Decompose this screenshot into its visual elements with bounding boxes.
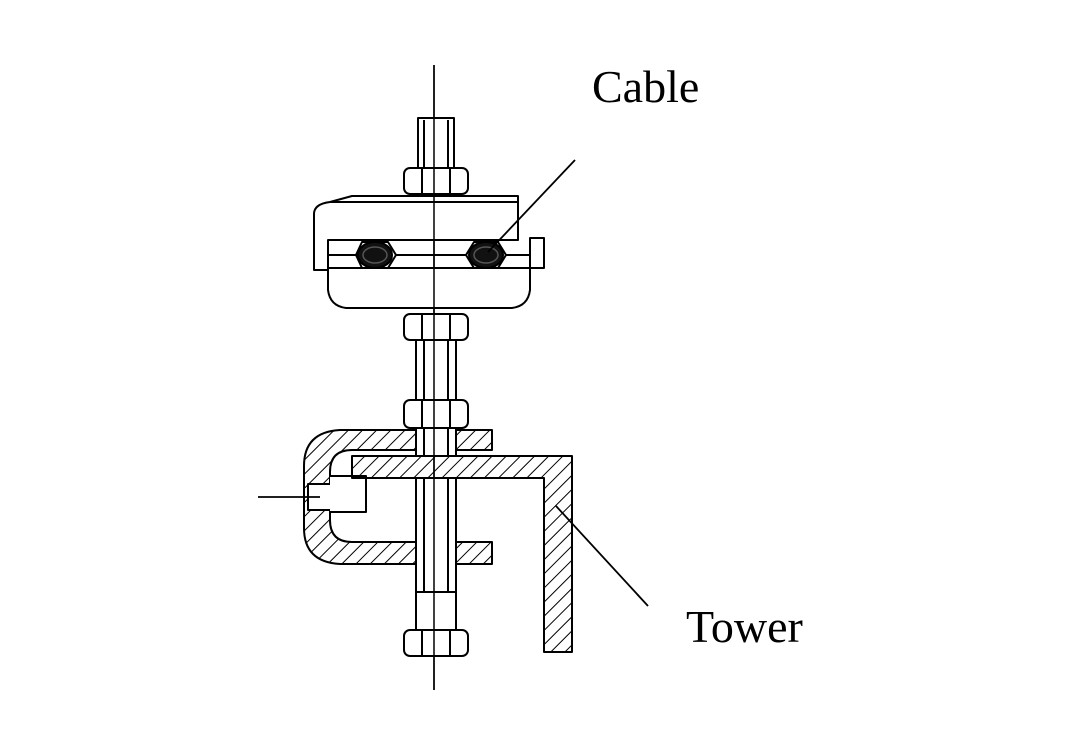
cable-leader-line [487,159,576,253]
middle-lower-hex-nut [403,399,469,429]
clamp-lower-block [327,237,545,309]
clamp-upper-block [313,195,519,271]
lower-threaded-rod [415,477,457,593]
c-bracket-section [303,429,493,565]
cable-cross-section-left [357,241,393,269]
middle-threaded-rod [415,339,457,403]
top-threaded-stud [417,117,455,171]
bottom-bolt-head [403,629,469,657]
top-hex-nut [403,167,469,195]
tower-label: Tower [686,601,803,652]
cable-cross-section-right [468,241,504,269]
tower-angle-section [351,455,573,653]
middle-upper-hex-nut [403,313,469,341]
tower-leader-line [555,505,649,607]
cable-label: Cable [592,61,700,112]
